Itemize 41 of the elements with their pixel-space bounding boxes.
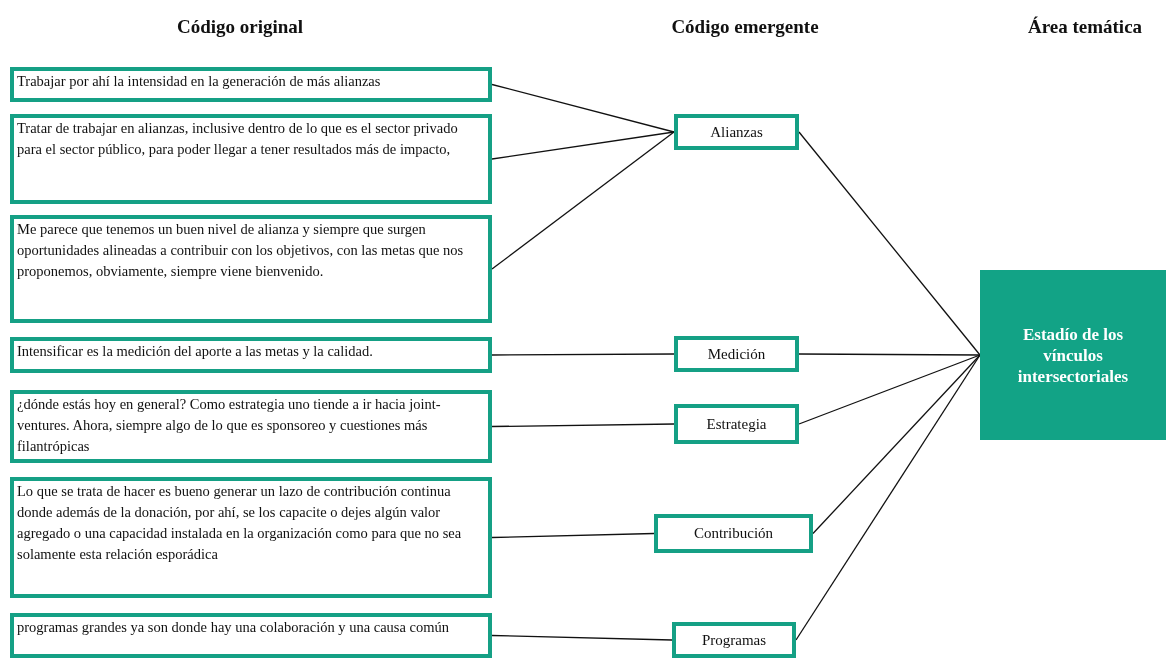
- connector-line: [491, 131, 675, 270]
- connector-line: [798, 354, 981, 425]
- quote-text: Trabajar por ahí la intensidad en la generación de más alianzas: [17, 73, 381, 89]
- connector-line: [795, 354, 981, 641]
- connector-line: [798, 353, 981, 356]
- connector-line: [491, 353, 675, 356]
- quote-text: Me parece que tenemos un buen nivel de alianza y siempre que surgen oportunidades alineadas a contribuir con los objetivos, con las metas que nos proponemos, obviamente, siempre viene bienvenido.: [17, 221, 464, 279]
- quote-box: [10, 337, 492, 373]
- quote-text: ¿dónde estás hoy en general? Como estrategia uno tiende a ir hacia joint-ventures. Ahora, siempre algo de lo que es sponsoreo y cuestiones más filantrópicas: [17, 396, 441, 454]
- code-label: Estrategia: [706, 415, 767, 433]
- connector-line: [491, 423, 675, 428]
- column-heading: Código original: [176, 16, 304, 38]
- quote-text: Lo que se trata de hacer es bueno generar un lazo de contribución continua donde además de la donación, por ahí, se los capacite o dejes algún valor agregado o una capacidad instalada en la organización como para que no sea solamente esta relación esporádica: [17, 483, 462, 562]
- quote-text: Intensificar es la medición del aporte a las metas y la calidad.: [17, 343, 373, 359]
- connector-line: [491, 634, 673, 641]
- quote-box: [10, 390, 492, 463]
- quote-box: [10, 215, 492, 323]
- quote-box: [10, 613, 492, 658]
- column-heading: Área temática: [1027, 16, 1143, 38]
- quote-box: [10, 477, 492, 598]
- code-box: [672, 622, 796, 658]
- code-label: Alianzas: [710, 123, 763, 141]
- theme-label: Estadío de los vínculos intersectoriales: [1016, 323, 1130, 387]
- quote-text: programas grandes ya son donde hay una colaboración y una causa común: [17, 619, 450, 635]
- code-label: Medición: [707, 345, 766, 363]
- theme-box: [980, 270, 1166, 440]
- code-box: [654, 514, 813, 553]
- code-label: Programas: [701, 631, 767, 649]
- connector-line: [798, 131, 981, 356]
- code-box: [674, 336, 799, 372]
- connector-line: [491, 532, 655, 539]
- quote-box: [10, 114, 492, 204]
- quote-text: Tratar de trabajar en alianzas, inclusive dentro de lo que es el sector privado para el sector público, para poder llegar a tener resultados más de impacto,: [17, 120, 458, 157]
- connector-line: [491, 131, 675, 160]
- code-label: Contribución: [693, 525, 774, 542]
- connector-line: [491, 83, 675, 133]
- quote-box: [10, 67, 492, 102]
- code-box: [674, 114, 799, 150]
- column-heading: Código emergente: [671, 16, 819, 38]
- code-box: [674, 404, 799, 444]
- connector-line: [812, 354, 981, 535]
